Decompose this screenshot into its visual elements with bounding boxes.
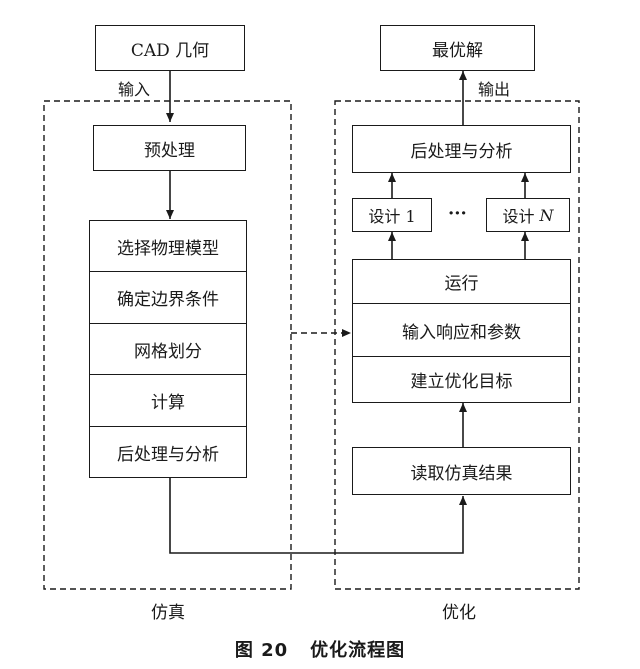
sim-step-postprocess: 后处理与分析 (90, 427, 246, 477)
optimal-solution-box: 最优解 (380, 25, 535, 71)
ellipsis-text: ··· (448, 203, 467, 224)
figure-number: 图 20 (234, 640, 289, 661)
design-1-label: 设计 1 (368, 207, 416, 226)
read-results-label: 读取仿真结果 (410, 463, 513, 484)
design-n-box: 设计 N (486, 198, 570, 232)
opt-step-label: 建立优化目标 (410, 371, 513, 392)
opt-step-objective: 建立优化目标 (353, 357, 570, 401)
opt-step-label: 输入响应和参数 (402, 322, 521, 343)
sim-step-label: 网格划分 (134, 341, 202, 362)
figure-title: 优化流程图 (310, 640, 406, 661)
preprocessing-label: 预处理 (144, 140, 195, 161)
simulation-group-label: 仿真 (151, 603, 185, 623)
optimization-group-frame (334, 100, 580, 590)
optimal-solution-label: 最优解 (432, 40, 483, 61)
figure-caption: 图 20 优化流程图 (0, 636, 640, 662)
sim-step-label: 选择物理模型 (117, 238, 219, 259)
cad-geometry-box: CAD 几何 (95, 25, 245, 71)
sim-step-compute: 计算 (90, 375, 246, 427)
sim-step-boundary-conditions: 确定边界条件 (90, 272, 246, 324)
input-label: 输入 (118, 80, 151, 99)
simulation-steps-block: 选择物理模型 确定边界条件 网格划分 计算 后处理与分析 (89, 220, 247, 478)
sim-step-label: 后处理与分析 (117, 444, 219, 465)
optimization-group-label: 优化 (442, 603, 476, 623)
sim-step-label: 计算 (151, 393, 185, 413)
design-1-box: 设计 1 (352, 198, 432, 232)
preprocessing-box: 预处理 (93, 125, 246, 171)
sim-step-label: 确定边界条件 (117, 290, 219, 310)
design-n-prefix: 设计 (502, 207, 540, 226)
opt-step-inputs-responses: 输入响应和参数 (353, 304, 570, 357)
opt-postprocess-box: 后处理与分析 (352, 125, 571, 173)
read-results-box: 读取仿真结果 (352, 447, 571, 495)
simulation-group-frame (43, 100, 292, 590)
design-n-variable: N (539, 205, 554, 225)
sim-step-physics-model: 选择物理模型 (90, 221, 246, 272)
arrow-sim-to-read (169, 478, 467, 554)
cad-geometry-label: CAD 几何 (130, 40, 210, 61)
opt-step-label: 运行 (444, 274, 479, 294)
optimization-steps-block: 运行 输入响应和参数 建立优化目标 (352, 259, 571, 403)
output-label: 输出 (478, 80, 511, 99)
opt-step-run: 运行 (353, 260, 570, 304)
sim-step-meshing: 网格划分 (90, 324, 246, 375)
opt-postprocess-label: 后处理与分析 (410, 141, 513, 162)
